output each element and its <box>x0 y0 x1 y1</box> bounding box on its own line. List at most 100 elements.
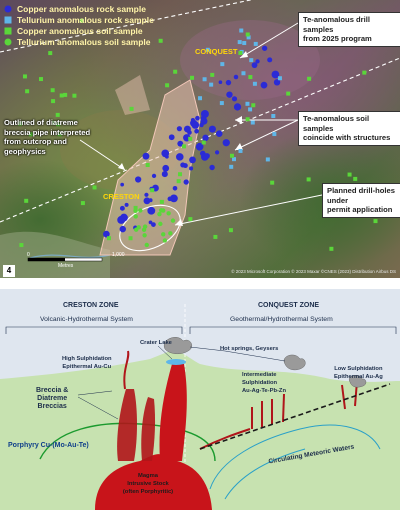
sample-point <box>151 222 156 227</box>
sample-point <box>229 153 234 158</box>
sample-point <box>19 243 24 248</box>
sample-point <box>267 57 273 63</box>
sample-point <box>133 227 139 232</box>
sample-point <box>50 88 55 93</box>
zone-label-conquest: CONQUEST <box>195 47 238 56</box>
sample-point <box>165 154 169 159</box>
sample-point <box>188 217 193 222</box>
sample-point <box>160 208 166 213</box>
sample-point <box>25 89 30 94</box>
sample-point <box>189 166 194 171</box>
sample-point <box>129 106 134 111</box>
sample-point <box>307 76 312 81</box>
cross-section <box>0 304 400 510</box>
sample-point <box>172 185 178 191</box>
sample-point <box>248 107 253 112</box>
sample-point <box>28 132 33 137</box>
sample-point <box>270 180 275 185</box>
sample-point <box>57 132 62 137</box>
conquest-zone-title: CONQUEST ZONE <box>258 302 320 309</box>
sample-point <box>245 101 250 106</box>
sample-point <box>226 91 233 98</box>
sample-point <box>124 202 129 207</box>
sample-point <box>209 82 214 87</box>
label-line: Magma <box>138 473 158 479</box>
sample-point <box>220 62 225 67</box>
geology-map: Copper anomalous rock sample Tellurium a… <box>0 0 400 278</box>
sample-point <box>158 221 163 227</box>
sample-point <box>24 198 29 203</box>
sample-point <box>265 157 270 162</box>
label-line: Epithermal Au-Ag <box>334 374 383 380</box>
sample-point <box>133 214 138 219</box>
sample-point <box>329 246 334 251</box>
label-magma: Magma Intrusive Stock (often Porphyritic… <box>118 472 178 496</box>
sample-point <box>176 126 182 132</box>
sample-point <box>142 224 148 229</box>
sample-point <box>271 70 280 79</box>
sample-point <box>261 45 268 51</box>
figure-number: 4 <box>3 265 15 277</box>
sample-point <box>143 197 151 205</box>
sample-point <box>161 171 168 178</box>
sample-point <box>286 91 291 96</box>
sample-point <box>56 122 61 127</box>
sample-point <box>80 201 85 206</box>
sample-point <box>169 194 178 203</box>
sample-point <box>133 208 138 214</box>
sample-point <box>245 117 250 122</box>
circle-icon <box>4 5 12 12</box>
sample-point <box>133 205 138 210</box>
sample-point <box>157 211 162 217</box>
sample-point <box>245 32 250 37</box>
sample-point <box>194 128 199 134</box>
sample-point <box>51 99 56 104</box>
sample-point <box>59 93 64 98</box>
sample-point <box>241 71 246 76</box>
label-line: Breccias <box>37 403 67 410</box>
scale-label-left: 0 <box>27 252 30 258</box>
callout-drill-holes: Planned drill-holes under permit applica… <box>322 183 400 218</box>
sample-point <box>306 177 311 182</box>
label-line: from outcrop and <box>4 137 67 146</box>
scale-unit-label: Metres <box>58 263 74 269</box>
legend-label: Copper anomalous soil sample <box>17 25 143 36</box>
label-line: High Sulphidation <box>62 356 112 362</box>
sample-point <box>103 230 110 238</box>
sample-point <box>119 225 126 233</box>
label-crater-lake: Crater Lake <box>140 340 172 346</box>
sample-point <box>106 236 111 241</box>
sample-point <box>55 112 60 117</box>
legend-label: Tellurium anomalous soil sample <box>17 36 151 47</box>
label-line: (often Porphyritic) <box>122 489 174 495</box>
sample-point <box>176 179 181 184</box>
label-intermediate-sulphidation: Intermediate Sulphidation Au-Ag-Te-Pb-Zn <box>242 371 286 395</box>
sample-point <box>198 96 203 101</box>
sample-point <box>200 110 209 118</box>
sample-point <box>252 81 257 86</box>
label-line: breccia pipe interpreted <box>4 127 91 137</box>
sample-point <box>195 142 204 151</box>
sample-point <box>150 188 155 193</box>
sample-point <box>218 80 223 84</box>
sample-point <box>229 164 234 169</box>
sample-point <box>161 232 166 237</box>
sample-point <box>72 93 77 98</box>
square-icon <box>4 16 12 23</box>
sample-point <box>201 140 206 145</box>
sample-point <box>373 219 378 224</box>
callout-line: coincide with structures <box>303 133 391 142</box>
sample-point <box>173 69 178 74</box>
map-legend: Copper anomalous rock sample Tellurium a… <box>4 3 154 47</box>
callout-line: permit application <box>327 205 393 214</box>
creston-zone-title: CRESTON ZONE <box>63 302 119 309</box>
sample-point <box>219 101 224 106</box>
zone-label-creston: CRESTON <box>103 192 140 201</box>
label-line: Epithermal Au-Cu <box>62 364 112 370</box>
sample-point <box>166 211 171 216</box>
sample-point <box>249 58 254 63</box>
legend-label: Copper anomalous rock sample <box>17 3 146 14</box>
sample-point <box>209 164 215 171</box>
sample-point <box>250 120 255 125</box>
sample-point <box>214 150 220 155</box>
